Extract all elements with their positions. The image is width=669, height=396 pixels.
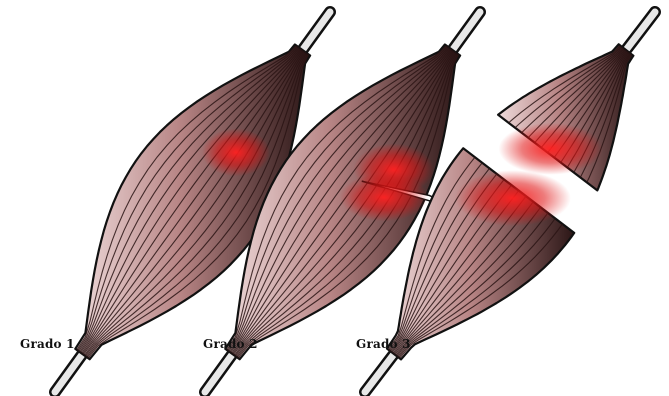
rupture-highlight-lower <box>455 170 571 226</box>
grade-2-label: Grado 2 <box>203 337 258 351</box>
grade-1-label: Grado 1 <box>20 337 75 351</box>
strain-highlight <box>202 128 270 176</box>
tear-highlight-lower <box>340 173 428 221</box>
grade-3-label: Grado 3 <box>356 337 411 351</box>
rupture-highlight-upper <box>499 123 603 175</box>
